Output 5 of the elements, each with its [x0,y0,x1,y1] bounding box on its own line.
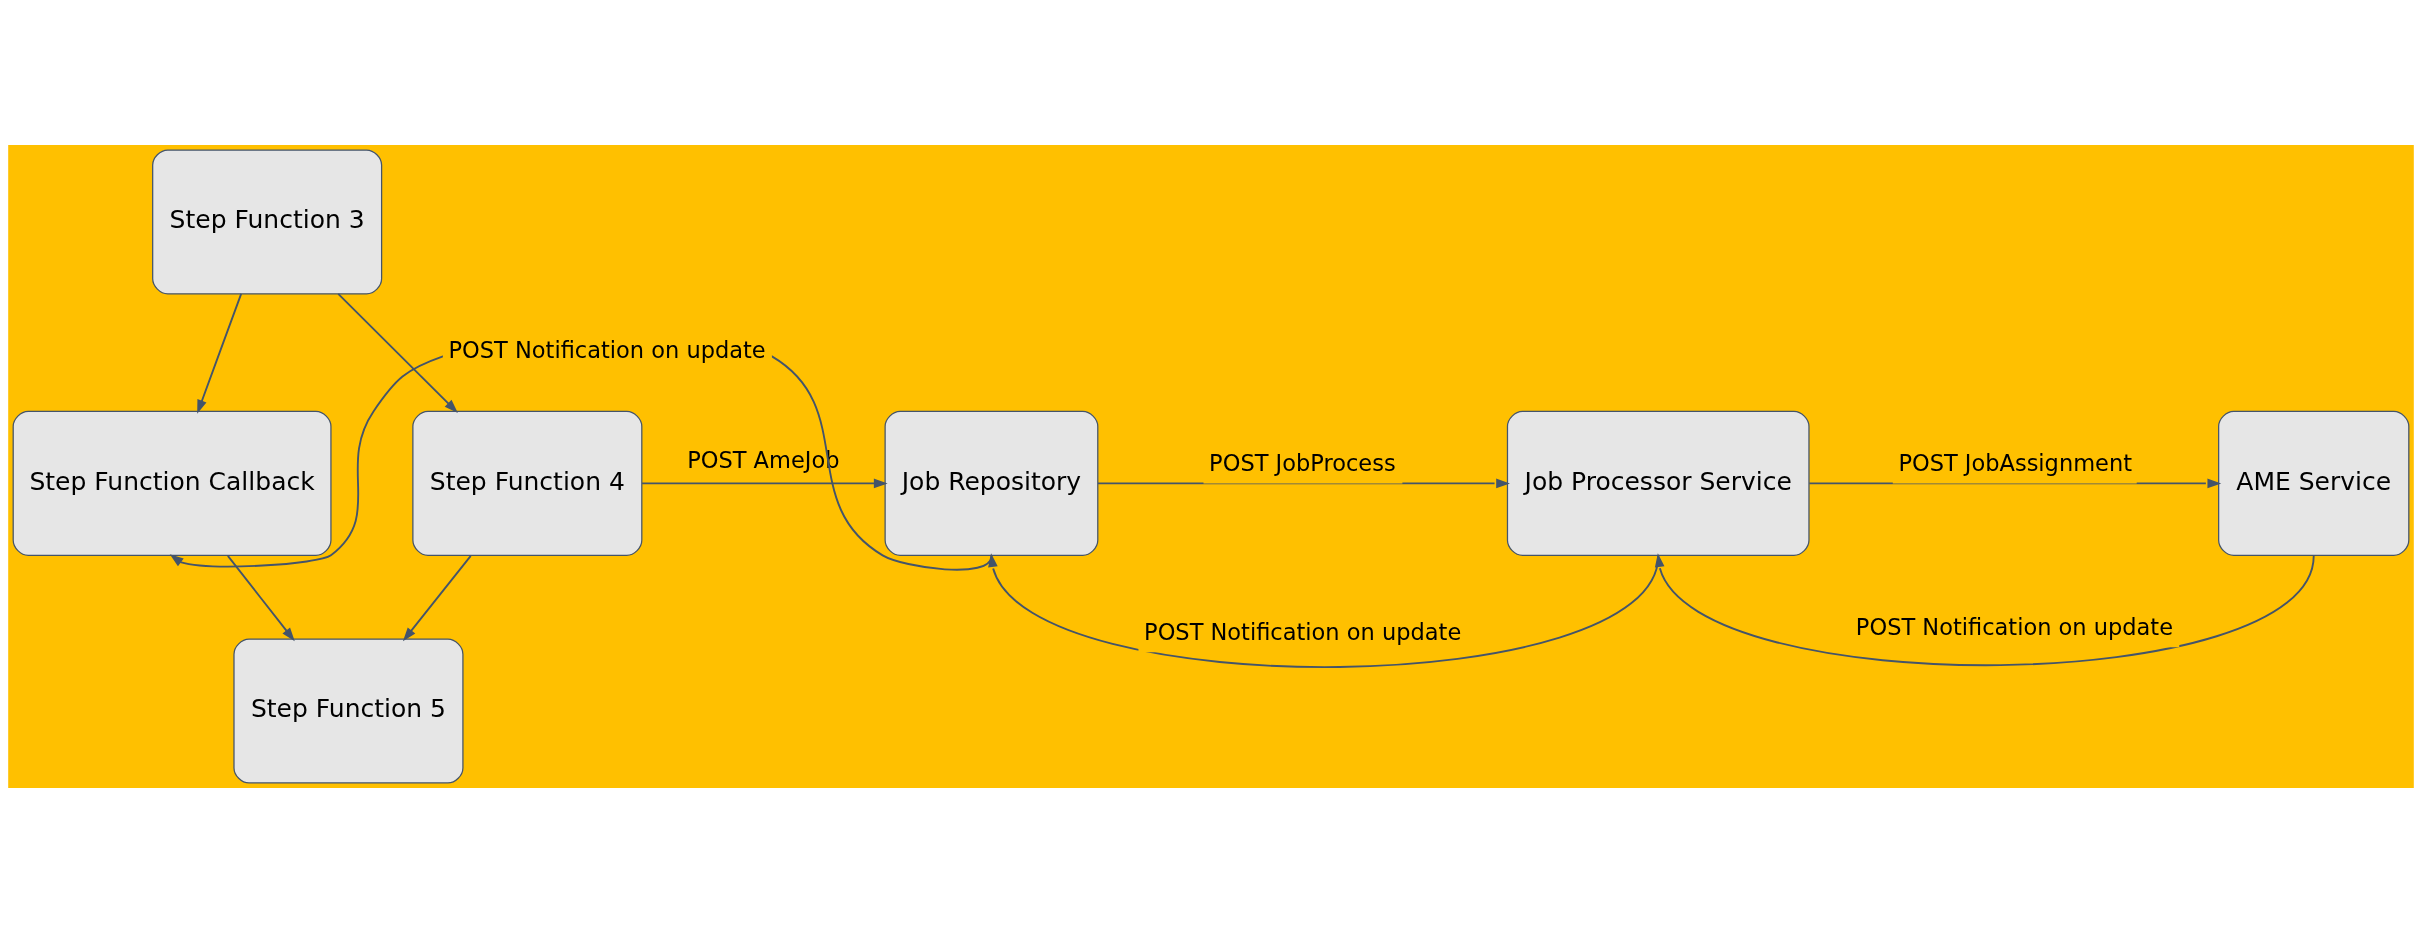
edge-label: POST Notification on update [1855,613,2174,640]
edge-label: POST Notification on update [448,336,766,363]
edge-label: POST Notification on update [1144,618,1462,645]
edge-label: POST JobAssignment [1898,449,2133,476]
edge-label: POST JobProcess [1209,449,1396,476]
